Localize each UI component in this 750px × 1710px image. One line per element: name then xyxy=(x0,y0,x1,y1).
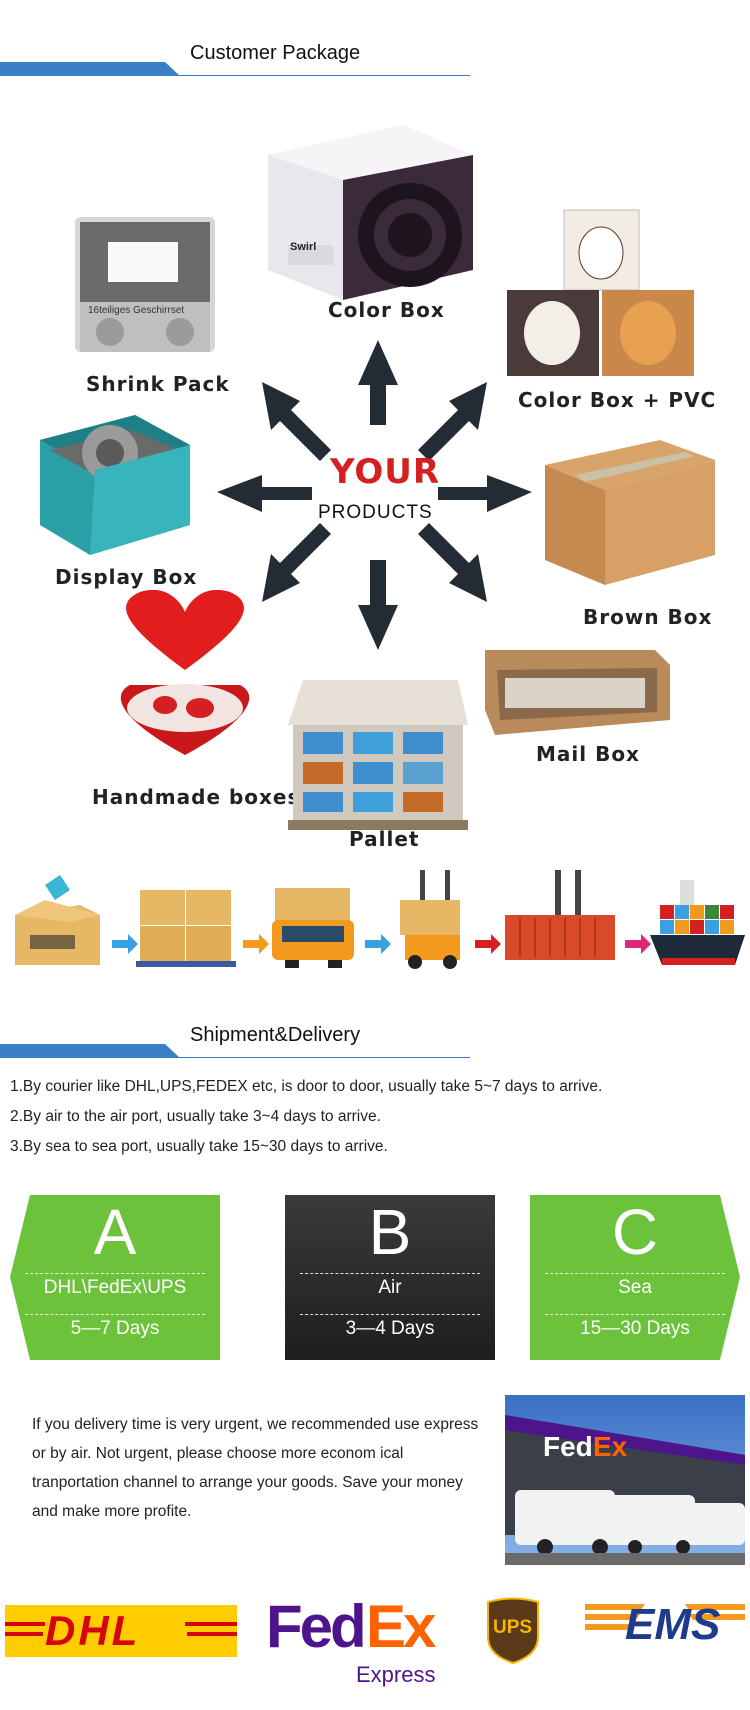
ems-logo: EMS xyxy=(585,1598,745,1660)
fedex-express-text: Express xyxy=(356,1662,436,1687)
arrow-up-icon xyxy=(358,340,398,425)
truck-icon xyxy=(272,888,354,968)
pallet-label: Pallet xyxy=(349,827,420,851)
shipment-delivery-title: Shipment&Delivery xyxy=(190,1024,361,1046)
option-c-days: 15—30 Days xyxy=(580,1318,690,1339)
brown-box-label: Brown Box xyxy=(583,605,713,629)
arrow-up-right-icon xyxy=(418,382,487,461)
ship-icon xyxy=(650,880,745,965)
option-b-letter: B xyxy=(368,1196,412,1268)
header-stripe xyxy=(0,1044,180,1058)
products-text: PRODUCTS xyxy=(318,502,433,523)
color-box-pvc-label: Color Box + PVC xyxy=(518,388,717,412)
customer-package-header: Customer Package xyxy=(0,40,470,80)
header-line xyxy=(0,75,470,76)
delivery-note: If you delivery time is very urgent, we … xyxy=(32,1416,479,1520)
handmade-boxes-image xyxy=(110,589,260,765)
photo-fedex-fed: Fed xyxy=(543,1431,593,1462)
color-box-image: Swirl xyxy=(268,125,473,300)
option-a-days: 5—7 Days xyxy=(70,1318,160,1339)
mail-box-label: Mail Box xyxy=(536,742,640,766)
option-a-card: A DHL\FedEx\UPS 5—7 Days xyxy=(10,1195,220,1360)
option-c-name: Sea xyxy=(618,1277,652,1298)
dhl-logo-text: DHL xyxy=(45,1607,141,1654)
option-c-card: C Sea 15—30 Days xyxy=(530,1195,740,1360)
option-b-card: B Air 3—4 Days xyxy=(285,1195,495,1360)
arrow-down-left-icon xyxy=(262,523,331,602)
your-text: YOUR xyxy=(330,452,441,492)
customer-package-title: Customer Package xyxy=(190,42,361,64)
container-icon xyxy=(505,870,615,960)
forklift-icon xyxy=(400,870,460,969)
option-b-days: 3—4 Days xyxy=(345,1318,435,1339)
fedex-logo: Fed Ex Express xyxy=(266,1592,456,1702)
shipping-line-1: 1.By courier like DHL,UPS,FEDEX etc, is … xyxy=(10,1078,603,1095)
radial-arrows xyxy=(217,340,532,650)
dhl-logo: DHL xyxy=(5,1605,237,1657)
ups-logo: UPS xyxy=(483,1597,543,1665)
fedex-trucks-photo: Fed Ex xyxy=(505,1395,745,1565)
arrow-up-left-icon xyxy=(262,382,331,461)
arrow-down-icon xyxy=(358,560,398,650)
option-b-name: Air xyxy=(378,1277,402,1298)
ups-logo-text: UPS xyxy=(493,1617,533,1638)
shrink-pack-text: 16teiliges Geschirrset xyxy=(88,305,185,316)
shrink-pack-label: Shrink Pack xyxy=(86,372,230,396)
parcel-icon xyxy=(15,875,100,965)
option-a-name: DHL\FedEx\UPS xyxy=(43,1277,187,1298)
fedex-fed-text: Fed xyxy=(266,1593,367,1660)
header-stripe xyxy=(0,62,180,76)
shipping-line-3: 3.By sea to sea port, usually take 15~30… xyxy=(10,1138,388,1155)
option-c-letter: C xyxy=(611,1196,659,1268)
shipment-delivery-header: Shipment&Delivery xyxy=(0,1022,470,1062)
mail-box-image xyxy=(485,650,670,735)
display-box-label: Display Box xyxy=(55,565,198,589)
color-box-brand: Swirl xyxy=(290,241,317,253)
shrink-pack-image: 16teiliges Geschirrset xyxy=(70,212,220,357)
fedex-ex-text: Ex xyxy=(366,1593,436,1660)
shipping-line-2: 2.By air to the air port, usually take 3… xyxy=(10,1108,381,1125)
color-box-label: Color Box xyxy=(328,298,445,322)
color-box-pvc-image xyxy=(502,208,697,378)
brown-box-image xyxy=(545,440,715,585)
display-box-image xyxy=(40,415,190,555)
ems-logo-text: EMS xyxy=(625,1600,721,1649)
header-line xyxy=(0,1057,470,1058)
arrow-left-icon xyxy=(217,475,312,512)
stacked-boxes-icon xyxy=(136,890,236,967)
arrow-right-icon xyxy=(438,475,532,512)
handmade-boxes-label: Handmade boxes xyxy=(92,785,301,809)
option-a-letter: A xyxy=(93,1196,137,1268)
photo-fedex-ex: Ex xyxy=(593,1431,628,1462)
logistics-flow xyxy=(0,860,750,970)
arrow-down-right-icon xyxy=(418,523,487,602)
pallet-image xyxy=(288,680,468,830)
